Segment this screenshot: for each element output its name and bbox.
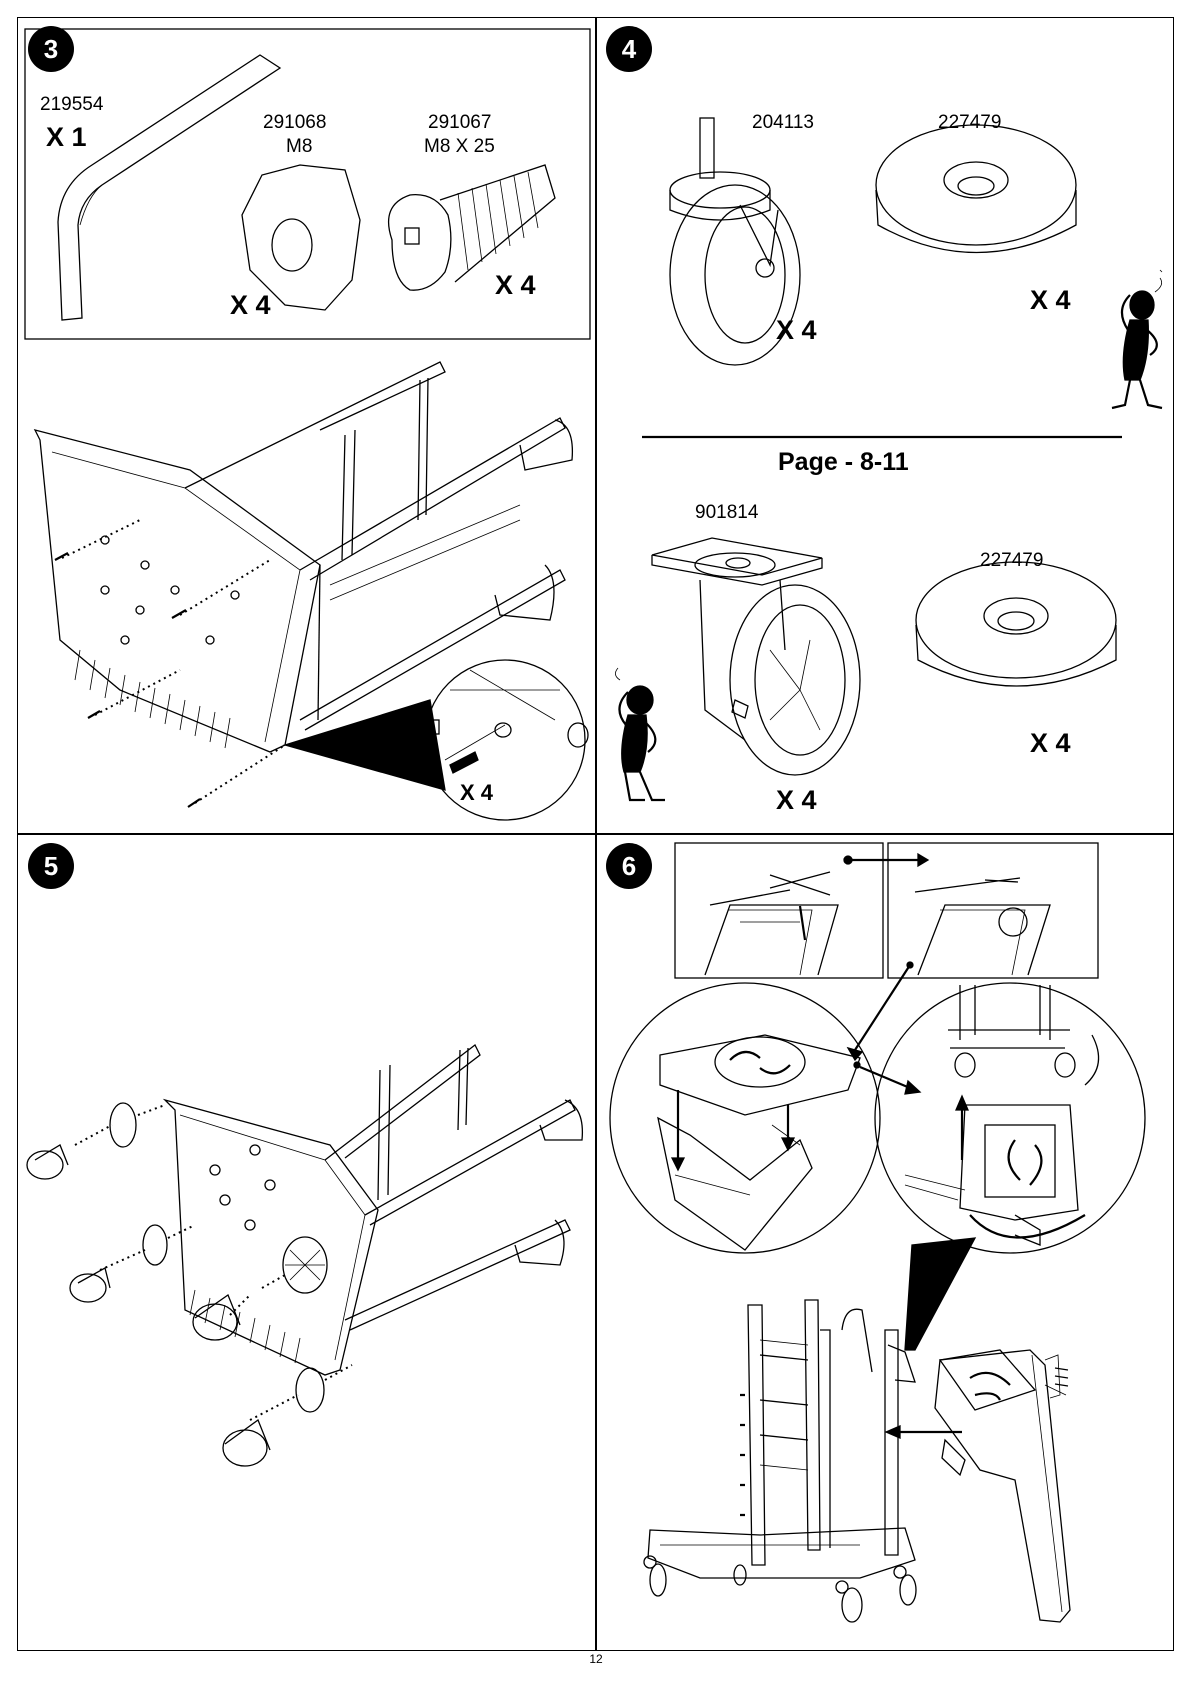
detail-box bbox=[675, 843, 883, 978]
top-bumper-part-number: 227479 bbox=[938, 112, 1001, 134]
bucket-icon bbox=[658, 1035, 860, 1250]
caster-icon bbox=[652, 538, 860, 775]
small-caster-qty: X 4 bbox=[776, 315, 817, 346]
cart-frame-icon bbox=[35, 362, 588, 820]
large-caster-part-number: 901814 bbox=[695, 502, 758, 524]
washer-qty: X 4 bbox=[230, 290, 271, 321]
step-4-badge: 4 bbox=[606, 26, 652, 72]
arrow-icon bbox=[678, 1090, 788, 1160]
thinking-figure-icon bbox=[1112, 270, 1162, 408]
step-3-badge: 3 bbox=[28, 26, 74, 72]
bolt-part-number: 291067 bbox=[428, 112, 491, 134]
washer-icon bbox=[242, 165, 360, 310]
bottom-bumper-qty: X 4 bbox=[1030, 728, 1071, 759]
magnifier-wedge bbox=[905, 1238, 975, 1350]
step-5-badge: 5 bbox=[28, 843, 74, 889]
bumper-icon bbox=[916, 562, 1116, 686]
washer-spec: M8 bbox=[286, 136, 312, 158]
bolt-qty: X 4 bbox=[495, 270, 536, 301]
bolt-spec: M8 X 25 bbox=[424, 136, 495, 158]
thinking-figure-icon bbox=[615, 668, 665, 800]
bucket-icon bbox=[705, 872, 1050, 975]
bucket-icon bbox=[905, 1105, 1085, 1245]
small-caster-part-number: 204113 bbox=[752, 112, 814, 134]
washer-part-number: 291068 bbox=[263, 112, 326, 134]
bucket-icon bbox=[935, 1350, 1070, 1622]
cart-frame-icon bbox=[644, 1300, 916, 1622]
top-bumper-qty: X 4 bbox=[1030, 285, 1071, 316]
large-caster-qty: X 4 bbox=[776, 785, 817, 816]
bumper-icon bbox=[876, 125, 1076, 253]
page-number: 12 bbox=[0, 1652, 1192, 1666]
step-6-badge: 6 bbox=[606, 843, 652, 889]
wrench-qty: X 1 bbox=[46, 122, 87, 153]
wrench-part-number: 219554 bbox=[40, 94, 103, 116]
detail-bolt-qty: X 4 bbox=[460, 780, 493, 806]
detail-circle bbox=[610, 983, 880, 1253]
detail-circle bbox=[875, 983, 1145, 1253]
cart-frame-icon bbox=[27, 1045, 582, 1466]
page-reference: Page - 8-11 bbox=[778, 448, 909, 477]
bottom-bumper-part-number: 227479 bbox=[980, 550, 1043, 572]
